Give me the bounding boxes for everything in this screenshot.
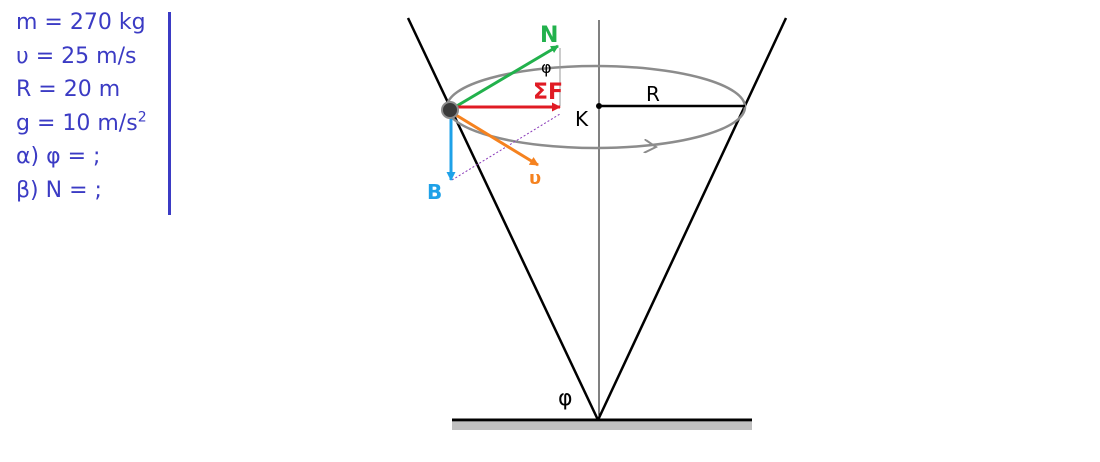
center-label: K: [575, 107, 589, 131]
cone-left-side: [406, 17, 600, 421]
radius-label: R: [646, 82, 660, 106]
angle-phi-upper-label: φ: [541, 58, 552, 77]
given-gravity: g = 10 m/s2: [16, 107, 147, 141]
given-mass: m = 270 kg: [16, 10, 146, 35]
apex-angle-label: φ: [558, 386, 573, 411]
moving-body: [441, 101, 459, 119]
velocity-arrow: [450, 110, 539, 167]
question-a: α) φ = ;: [16, 144, 101, 169]
given-radius: R = 20 m: [16, 77, 121, 102]
weight-label: B: [427, 180, 442, 204]
net-force-label: ΣF: [533, 80, 563, 105]
given-speed: υ = 25 m/s: [16, 43, 137, 69]
cone-right-side: [596, 17, 788, 421]
given-divider: [168, 12, 171, 215]
parallelogram-line: [451, 113, 561, 181]
normal-force-label: N: [540, 23, 558, 48]
velocity-label: υ: [529, 168, 541, 189]
question-b: β) N = ;: [16, 177, 102, 203]
ground-shadow: [452, 422, 752, 430]
given-gravity-exponent: 2: [137, 109, 147, 126]
normal-force-arrow: [449, 44, 559, 112]
given-data-panel: m = 270 kg υ = 25 m/s R = 20 m g = 10 m/…: [16, 6, 147, 207]
given-gravity-base: g = 10 m/s: [16, 110, 138, 136]
center-point: [596, 103, 602, 109]
